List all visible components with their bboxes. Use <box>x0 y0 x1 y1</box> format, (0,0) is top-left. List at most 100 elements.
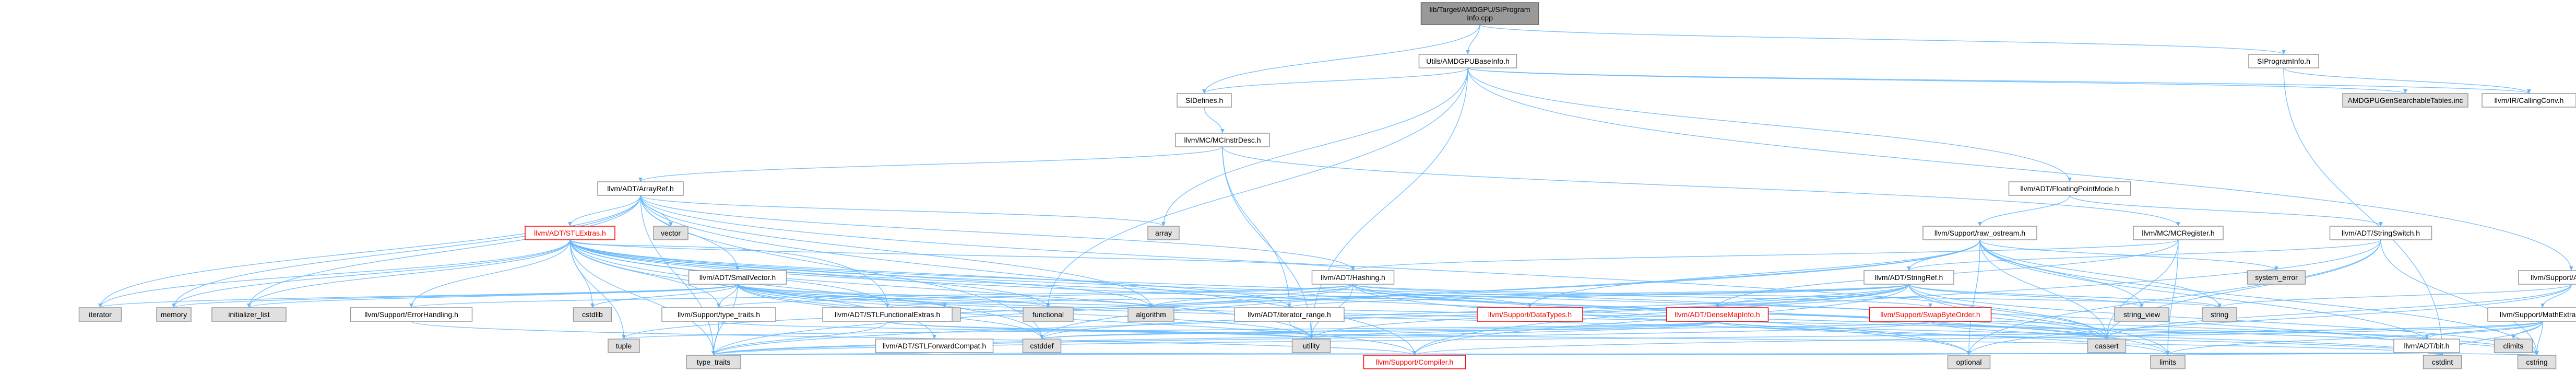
edge-arrowhead <box>1967 351 1971 355</box>
node-label: llvm/Support/SwapByteOrder.h <box>1880 310 1980 319</box>
node-box <box>822 307 953 322</box>
node-box <box>1666 307 1769 322</box>
edge-arrowhead <box>2535 351 2539 355</box>
node-box <box>1863 270 1954 285</box>
node-compiler[interactable]: llvm/Support/Compiler.h <box>1363 355 1466 369</box>
node-box <box>2008 181 2131 196</box>
edge-utils_basei-to-alignment <box>1467 67 2572 271</box>
edge-arrowhead <box>590 304 595 308</box>
node-mcregister[interactable]: llvm/MC/MCRegister.h <box>2133 226 2224 240</box>
node-label: llvm/MC/MCRegister.h <box>2142 229 2214 237</box>
edge-stringswitch-to-optional <box>1968 239 2381 356</box>
edge-mcregister-to-cassert <box>2106 239 2179 340</box>
edge-arrayref-to-iterator <box>100 195 641 308</box>
node-box <box>350 307 473 322</box>
node-mcinstrdesc[interactable]: llvm/MC/MCInstrDesc.h <box>1175 133 1270 147</box>
edge-hashing-to-tuple <box>623 284 1354 340</box>
edge-arrowhead <box>172 304 176 308</box>
node-box <box>1234 307 1345 322</box>
node-box <box>2114 307 2169 322</box>
node-box <box>2487 307 2576 322</box>
edge-stringswitch-to-cstring <box>2380 239 2537 356</box>
node-iterator_range[interactable]: llvm/ADT/iterator_range.h <box>1234 307 1345 322</box>
node-utility: utility <box>1291 339 1331 353</box>
node-label: cstddef <box>1030 342 1053 350</box>
edge-hashing-to-errorhandling <box>411 284 1354 308</box>
node-box <box>1311 270 1395 285</box>
edge-swapbyteorder-to-type_traits <box>713 321 1931 356</box>
node-amdgpugen: AMDGPUGenSearchableTables.inc <box>2342 93 2468 108</box>
node-label: llvm/Support/MathExtras.h <box>2500 310 2576 319</box>
edge-arrowhead <box>943 304 947 308</box>
node-label: llvm/ADT/DenseMapInfo.h <box>1675 310 1760 319</box>
node-box <box>573 307 612 322</box>
edge-mcregister-to-hashing <box>1352 239 2179 271</box>
edge-raw_ostream-to-datatypes <box>1529 239 1980 308</box>
edge-arrowhead <box>1978 222 1982 226</box>
edge-mcinstrdesc-to-arrayref <box>640 146 1223 182</box>
edge-arrowhead <box>2217 304 2222 308</box>
node-densemapinfo[interactable]: llvm/ADT/DenseMapInfo.h <box>1666 307 1769 322</box>
node-mathextras[interactable]: llvm/Support/MathExtras.h <box>2487 307 2576 322</box>
node-swapbyteorder[interactable]: llvm/Support/SwapByteOrder.h <box>1869 307 1992 322</box>
edge-arrowhead <box>1412 351 1417 355</box>
node-siprograminfo[interactable]: SIProgramInfo.h <box>2248 54 2319 68</box>
edge-arrayref-to-algorithm <box>640 195 1152 308</box>
edge-arrowhead <box>2569 266 2573 271</box>
node-label: climits <box>2503 342 2524 350</box>
node-alignment[interactable]: llvm/Support/Alignment.h <box>2518 270 2576 285</box>
node-label: llvm/Support/Compiler.h <box>1376 358 1454 366</box>
edge-raw_ostream-to-type_traits <box>713 239 1980 356</box>
node-label: algorithm <box>1136 310 1166 319</box>
node-label: llvm/Support/Alignment.h <box>2531 273 2576 282</box>
node-memory: memory <box>156 307 192 322</box>
edge-utils_basei-to-sidefines <box>1204 67 1468 94</box>
node-label: SIProgramInfo.h <box>2257 57 2310 65</box>
node-stringswitch[interactable]: llvm/ADT/StringSwitch.h <box>2329 226 2432 240</box>
edge-swapbyteorder-to-cstddef <box>1041 321 1931 340</box>
node-label: llvm/ADT/STLExtras.h <box>534 229 606 237</box>
edge-stlextras-to-initializer_list <box>248 239 571 308</box>
edge-arrowhead <box>1287 304 1291 308</box>
node-stringref[interactable]: llvm/ADT/StringRef.h <box>1863 270 1954 285</box>
edge-floatmode-to-stringswitch <box>2069 195 2381 227</box>
node-label: llvm/ADT/STLFunctionalExtras.h <box>835 310 940 319</box>
node-label: llvm/ADT/STLForwardCompat.h <box>883 342 986 350</box>
node-box <box>1418 54 1517 68</box>
node-stlforward[interactable]: llvm/ADT/STLForwardCompat.h <box>875 339 994 353</box>
edge-smallvector-to-memory <box>173 284 738 308</box>
node-type_traits_h[interactable]: llvm/Support/type_traits.h <box>661 307 776 322</box>
node-stlextras[interactable]: llvm/ADT/STLExtras.h <box>525 226 615 240</box>
edge-arrowhead <box>638 178 643 182</box>
node-datatypes[interactable]: llvm/Support/DataTypes.h <box>1477 307 1583 322</box>
node-floatmode[interactable]: llvm/ADT/FloatingPointMode.h <box>2008 181 2131 196</box>
edge-alignment-to-optional <box>1968 284 2572 356</box>
node-arrayref[interactable]: llvm/ADT/ArrayRef.h <box>597 181 684 196</box>
node-algorithm: algorithm <box>1127 307 1174 322</box>
edge-alignment-to-string <box>2219 284 2572 308</box>
node-errorhandling[interactable]: llvm/Support/ErrorHandling.h <box>350 307 473 322</box>
node-hashing[interactable]: llvm/ADT/Hashing.h <box>1311 270 1395 285</box>
node-box <box>608 339 640 353</box>
edge-mcinstrdesc-to-mcregister <box>1222 146 2179 227</box>
node-label: llvm/ADT/FloatingPointMode.h <box>2020 184 2119 193</box>
node-bit[interactable]: llvm/ADT/bit.h <box>2393 339 2460 353</box>
node-label: AMDGPUGenSearchableTables.inc <box>2348 96 2463 104</box>
node-callingconv[interactable]: llvm/IR/CallingConv.h <box>2482 93 2576 108</box>
node-sidefines[interactable]: SIDefines.h <box>1177 93 1232 108</box>
edge-mathextras-to-compiler <box>1414 321 2543 356</box>
node-box <box>2482 93 2576 108</box>
node-raw_ostream[interactable]: llvm/Support/raw_ostream.h <box>1922 226 2037 240</box>
edge-errorhandling-to-compiler <box>411 321 1415 356</box>
node-label: llvm/Support/ErrorHandling.h <box>364 310 458 319</box>
edge-arrayref-to-cassert <box>640 195 2107 340</box>
edge-stlextras-to-type_traits_h <box>569 239 719 308</box>
node-label: system_error <box>2255 273 2298 282</box>
node-stlfunctional[interactable]: llvm/ADT/STLFunctionalExtras.h <box>822 307 953 322</box>
node-smallvector[interactable]: llvm/ADT/SmallVector.h <box>688 270 787 285</box>
edge-stlfunctional-to-utility <box>887 321 1312 340</box>
node-utils_basei[interactable]: Utils/AMDGPUBaseInfo.h <box>1418 54 1517 68</box>
edge-arrowhead <box>1149 304 1153 308</box>
